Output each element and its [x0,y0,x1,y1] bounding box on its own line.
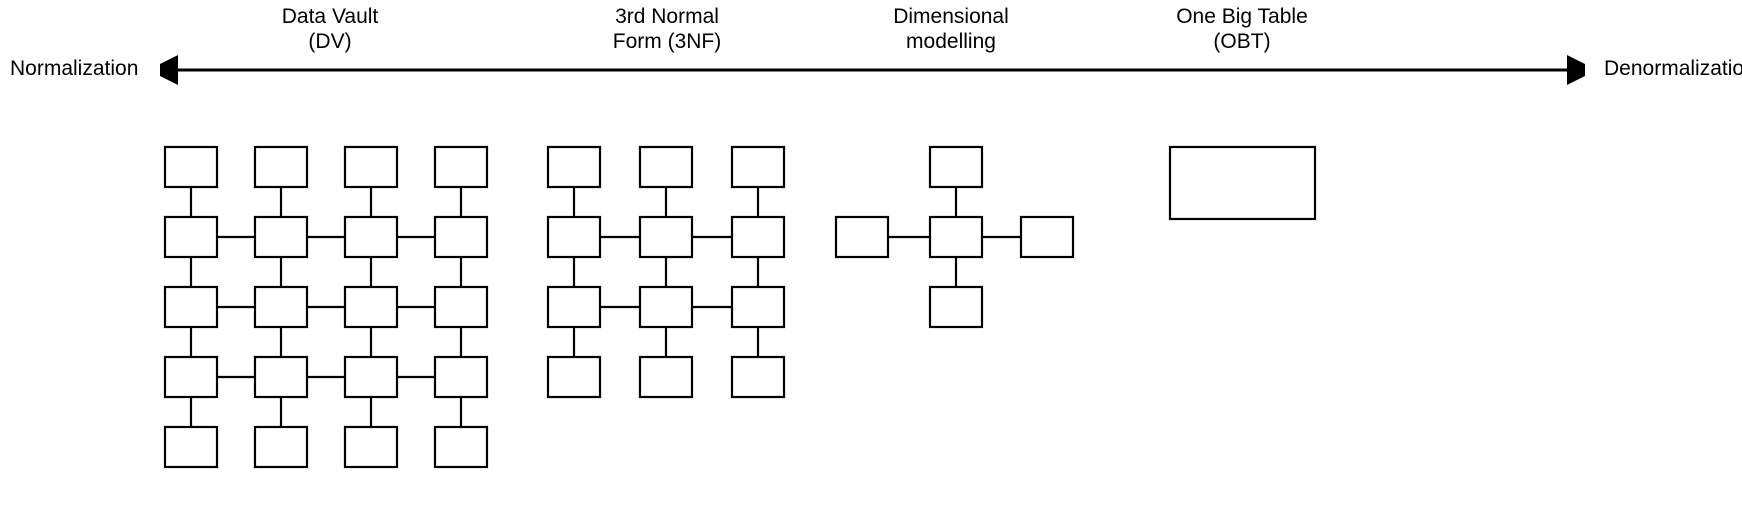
dv-entity-r3-c1[interactable] [253,355,309,399]
dv-entity-r1-c3[interactable] [433,215,489,259]
normalization-spectrum-arrow [160,55,1585,85]
dv-entity-r0-c3[interactable] [433,145,489,189]
group-header-one-big-table: One Big Table (OBT) [1176,5,1308,53]
dv-entity-r2-c3[interactable] [433,285,489,329]
3nf-entity-r2-c2[interactable] [730,285,786,329]
3nf-entity-r2-c1[interactable] [638,285,694,329]
dv-entity-r2-c2[interactable] [343,285,399,329]
dim-dimension-left[interactable] [834,215,890,259]
3nf-entity-r1-c2[interactable] [730,215,786,259]
group-header-3nf: 3rd Normal Form (3NF) [612,5,722,53]
dv-entity-r0-c1[interactable] [253,145,309,189]
3nf-entity-r1-c1[interactable] [638,215,694,259]
dv-entity-r3-c3[interactable] [433,355,489,399]
dv-entity-r0-c0[interactable] [163,145,219,189]
3nf-entity-r1-c0[interactable] [546,215,602,259]
3nf-entity-r3-c2[interactable] [730,355,786,399]
dim-dimension-top[interactable] [928,145,984,189]
3nf-entity-r3-c1[interactable] [638,355,694,399]
dv-entity-r1-c2[interactable] [343,215,399,259]
dv-entity-r0-c2[interactable] [343,145,399,189]
3nf-entity-r0-c1[interactable] [638,145,694,189]
dv-entity-r4-c2[interactable] [343,425,399,469]
group-header-data-vault: Data Vault (DV) [281,5,379,53]
dv-entity-r1-c1[interactable] [253,215,309,259]
axis-label-denormalization: Denormalization [1604,57,1742,80]
dv-entity-r4-c0[interactable] [163,425,219,469]
3nf-entity-r0-c2[interactable] [730,145,786,189]
axis-label-normalization: Normalization [10,57,139,80]
group-header-dimensional-modelling: Dimensional modelling [893,5,1009,53]
dv-entity-r1-c0[interactable] [163,215,219,259]
dv-entity-r2-c1[interactable] [253,285,309,329]
dv-entity-r4-c1[interactable] [253,425,309,469]
dim-dimension-bottom[interactable] [928,285,984,329]
3nf-entity-r2-c0[interactable] [546,285,602,329]
3nf-entity-r0-c0[interactable] [546,145,602,189]
obt-wide-table[interactable] [1168,145,1317,221]
dv-entity-r2-c0[interactable] [163,285,219,329]
dim-fact-table[interactable] [928,215,984,259]
dim-dimension-right[interactable] [1019,215,1075,259]
dv-entity-r3-c2[interactable] [343,355,399,399]
3nf-entity-r3-c0[interactable] [546,355,602,399]
dv-entity-r4-c3[interactable] [433,425,489,469]
dv-entity-r3-c0[interactable] [163,355,219,399]
